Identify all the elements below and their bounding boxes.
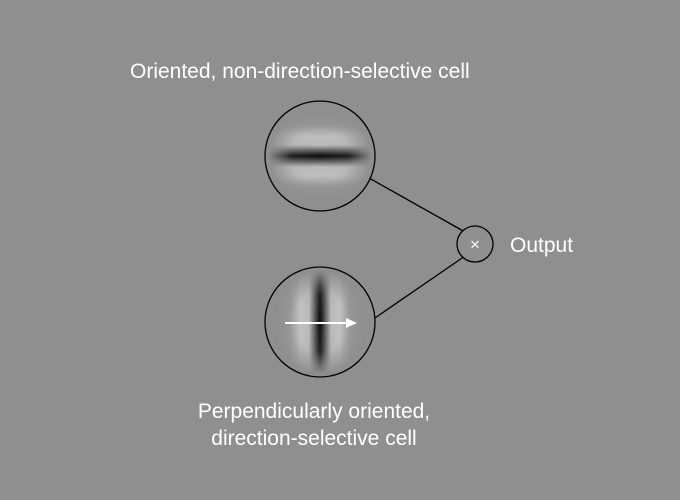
multiply-symbol: × — [470, 235, 480, 254]
top-connector-line — [368, 177, 466, 233]
bottom-cell-label: Perpendicularly oriented, direction-sele… — [0, 398, 628, 452]
top-receptive-field — [265, 101, 375, 211]
top-cell-outline — [264, 100, 376, 212]
top-cell-label: Oriented, non-direction-selective cell — [130, 60, 470, 83]
output-label: Output — [510, 234, 574, 257]
bottom-connector-line — [371, 255, 466, 321]
multiply-node — [456, 225, 494, 263]
bottom-cell-label-line2: direction-selective cell — [211, 427, 417, 450]
bottom-cell-label-line1: Perpendicularly oriented, — [197, 400, 431, 423]
direction-arrow — [285, 318, 357, 328]
bottom-cell-outline — [264, 266, 376, 378]
